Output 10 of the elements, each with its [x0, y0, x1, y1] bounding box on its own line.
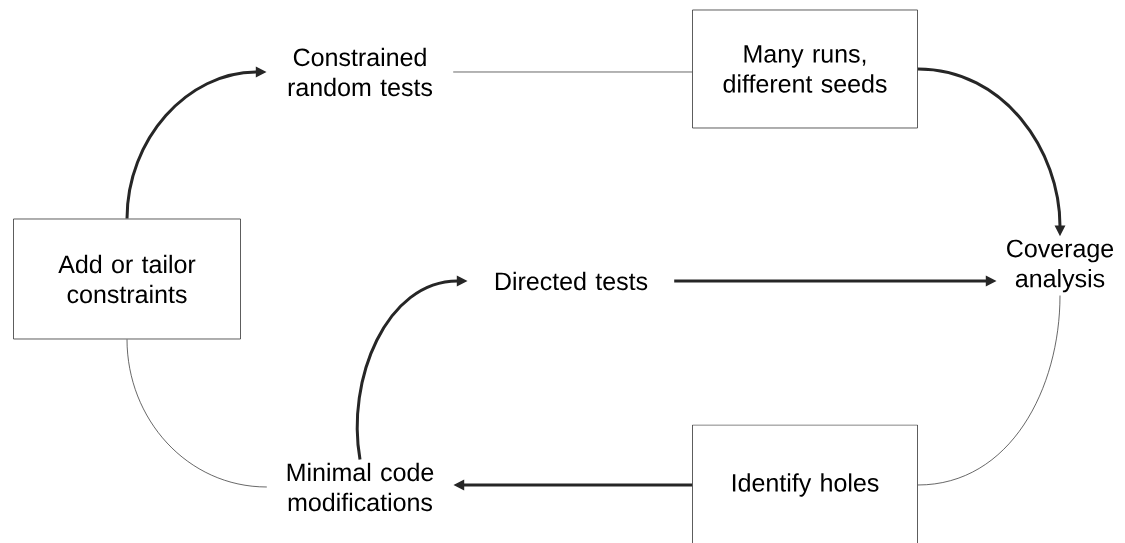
process-box: Identify holes: [692, 424, 918, 543]
process-box: Many runs, different seeds: [692, 9, 918, 129]
connector-line: [126, 339, 268, 488]
step-label: Minimal code modifications: [287, 462, 434, 512]
step-label: Constrained random tests: [288, 47, 432, 97]
step-label: Directed tests: [495, 271, 648, 291]
step-label: Coverage analysis: [1007, 239, 1114, 293]
connector-line: [452, 71, 693, 73]
process-box: Add or tailor constraints: [13, 218, 241, 340]
connector-line: [917, 295, 1061, 486]
